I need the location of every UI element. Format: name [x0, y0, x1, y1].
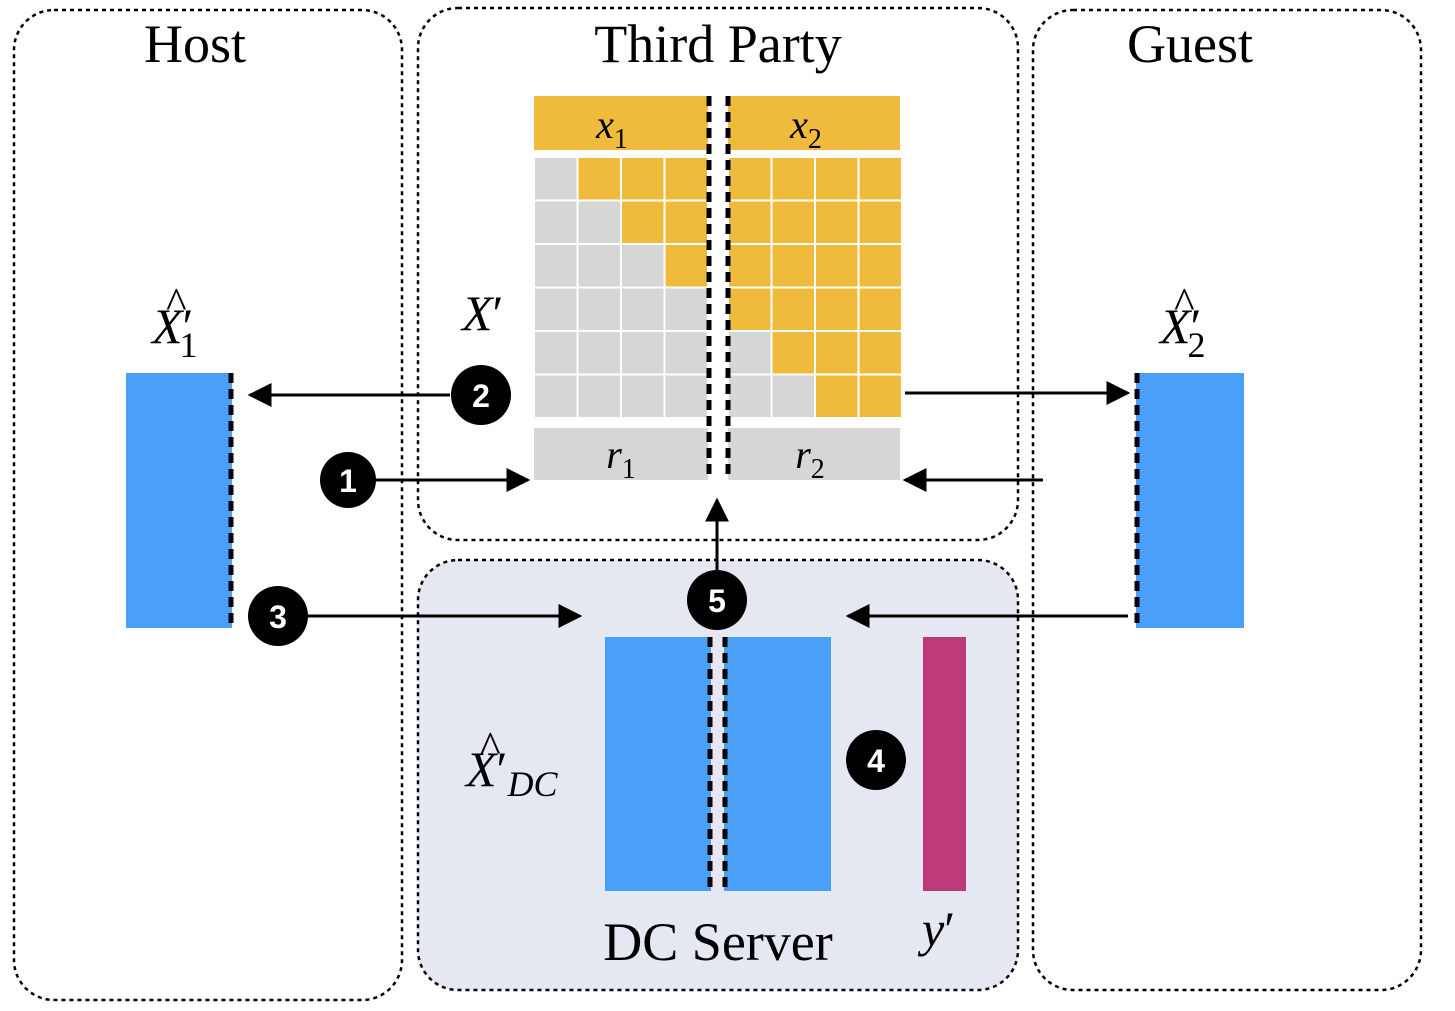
svg-text:3: 3: [269, 599, 287, 635]
matrix-cell: [576, 156, 622, 202]
matrix-cell: [727, 330, 773, 376]
matrix-cell: [814, 199, 860, 245]
matrix-cell: [814, 156, 860, 202]
y-prime-bar: [923, 637, 966, 891]
x1-label: x1: [595, 102, 628, 155]
matrix-cell: [770, 243, 816, 289]
matrix-cell: [620, 156, 666, 202]
svg-text:2: 2: [472, 378, 490, 414]
svg-text:X′1: X′1: [150, 298, 197, 365]
matrix-cell: [620, 199, 666, 245]
svg-text:^: ^: [166, 279, 187, 328]
matrix-cell: [576, 286, 622, 332]
x2-label: x2: [789, 102, 822, 155]
svg-text:^: ^: [480, 723, 501, 772]
host-panel: [12, 8, 404, 1002]
svg-text:X′2: X′2: [1158, 298, 1205, 365]
matrix-cell: [576, 330, 622, 376]
matrix-cell: [770, 373, 816, 419]
dc-server-title: DC Server: [603, 912, 832, 972]
third-party-panel: [416, 6, 1020, 542]
matrix-cell: [576, 199, 622, 245]
guest-data-block: [1136, 373, 1244, 628]
x-hat-1-label: X′1 ^: [150, 279, 197, 365]
matrix-cell: [620, 243, 666, 289]
x-prime-matrix: [533, 156, 903, 419]
host-title: Host: [144, 14, 246, 74]
step-3-badge: 3: [248, 586, 308, 646]
x-hat-2-label: X′2 ^: [1158, 279, 1205, 365]
matrix-cell: [620, 286, 666, 332]
r2-label: r2: [795, 432, 825, 485]
matrix-cell: [533, 330, 579, 376]
x1-header: [534, 96, 708, 150]
y-prime-label: y′: [917, 901, 955, 957]
matrix-cell: [663, 373, 709, 419]
matrix-cell: [814, 243, 860, 289]
svg-text:1: 1: [339, 463, 357, 499]
r1-bar: [534, 428, 708, 480]
matrix-cell: [576, 243, 622, 289]
matrix-cell: [620, 373, 666, 419]
matrix-cell: [533, 199, 579, 245]
matrix-cell: [533, 156, 579, 202]
matrix-cell: [770, 286, 816, 332]
x-hat-dc-label: X′DC ^: [464, 723, 558, 804]
svg-text:5: 5: [708, 583, 726, 619]
matrix-cell: [576, 373, 622, 419]
x-prime-label: X′: [460, 285, 503, 341]
third-party-title: Third Party: [594, 14, 841, 74]
matrix-cell: [727, 286, 773, 332]
svg-text:^: ^: [1174, 279, 1195, 328]
host-data-block: [126, 373, 232, 628]
step-5-badge: 5: [687, 570, 747, 630]
matrix-cell: [620, 330, 666, 376]
step-2-badge: 2: [451, 365, 511, 425]
r2-bar: [728, 428, 900, 480]
matrix-cell: [663, 199, 709, 245]
matrix-cell: [857, 330, 903, 376]
svg-text:X′DC: X′DC: [464, 741, 558, 804]
matrix-cell: [814, 330, 860, 376]
dc-right-block: [724, 637, 831, 891]
matrix-cell: [814, 373, 860, 419]
matrix-cell: [727, 373, 773, 419]
matrix-cell: [857, 286, 903, 332]
matrix-cell: [857, 373, 903, 419]
matrix-cell: [727, 156, 773, 202]
matrix-cell: [663, 286, 709, 332]
matrix-cell: [663, 243, 709, 289]
step-4-badge: 4: [846, 730, 906, 790]
matrix-cell: [663, 330, 709, 376]
matrix-cell: [533, 286, 579, 332]
matrix-cell: [814, 286, 860, 332]
r1-label: r1: [606, 432, 636, 485]
guest-title: Guest: [1127, 14, 1253, 74]
x2-header: [728, 96, 900, 150]
guest-panel: [1031, 8, 1423, 992]
matrix-cell: [663, 156, 709, 202]
matrix-cell: [533, 373, 579, 419]
matrix-cell: [857, 243, 903, 289]
matrix-cell: [857, 156, 903, 202]
svg-text:4: 4: [867, 743, 885, 779]
matrix-cell: [770, 330, 816, 376]
matrix-cell: [727, 199, 773, 245]
matrix-cell: [533, 243, 579, 289]
dc-left-block: [605, 637, 711, 891]
matrix-cell: [770, 156, 816, 202]
matrix-cell: [770, 199, 816, 245]
step-1-badge: 1: [320, 452, 376, 508]
matrix-cell: [857, 199, 903, 245]
matrix-cell: [727, 243, 773, 289]
